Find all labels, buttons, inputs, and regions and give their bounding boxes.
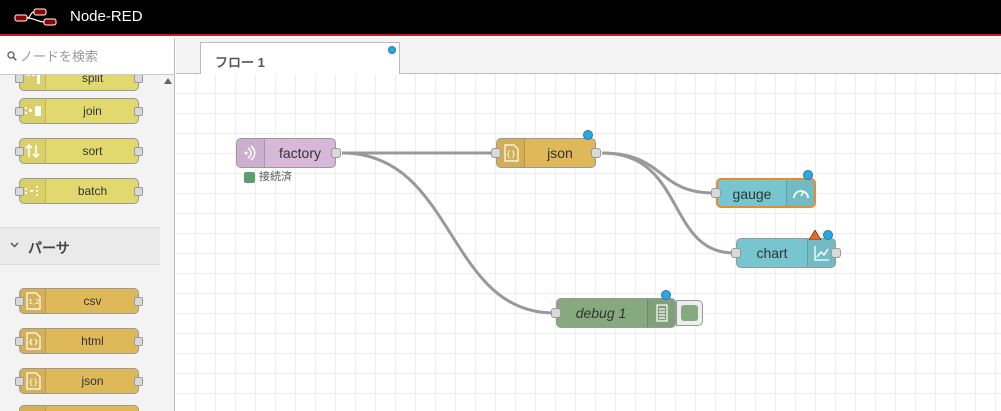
flow-node-gauge[interactable]: gauge bbox=[711, 170, 816, 208]
sort-icon bbox=[20, 139, 46, 163]
output-port bbox=[134, 297, 143, 306]
output-port[interactable] bbox=[831, 248, 841, 258]
output-port bbox=[134, 107, 143, 116]
search-icon bbox=[7, 51, 17, 61]
palette-node-label: sort bbox=[82, 144, 103, 158]
chevron-down-icon bbox=[10, 242, 19, 248]
palette-node-join[interactable]: join bbox=[15, 98, 143, 124]
join-icon bbox=[20, 99, 46, 123]
status-connected-icon bbox=[244, 172, 255, 183]
tab-flow-1[interactable]: フロー 1 bbox=[200, 42, 400, 75]
workspace: フロー 1 factory 接続済 {} json bbox=[176, 38, 1001, 411]
wire-json-chart[interactable] bbox=[601, 151, 735, 255]
category-label: パーサ bbox=[28, 240, 70, 256]
node-label: chart bbox=[756, 245, 788, 261]
input-port[interactable] bbox=[731, 248, 741, 258]
status-text: 接続済 bbox=[259, 171, 292, 183]
svg-text:1,2: 1,2 bbox=[29, 298, 40, 306]
changed-indicator bbox=[823, 230, 833, 240]
output-port bbox=[134, 75, 143, 83]
flow-node-debug[interactable]: debug 1 bbox=[551, 290, 676, 328]
palette-list: split join sort batch bbox=[0, 75, 174, 411]
palette-node-partial[interactable] bbox=[19, 405, 139, 411]
flow-node-chart[interactable]: chart bbox=[731, 230, 841, 268]
input-port[interactable] bbox=[711, 188, 721, 198]
palette-node-sort[interactable]: sort bbox=[15, 138, 143, 164]
flow-node-json[interactable]: {} json bbox=[491, 130, 601, 168]
input-port bbox=[15, 75, 24, 83]
websocket-icon bbox=[237, 139, 265, 167]
input-port bbox=[15, 377, 24, 386]
node-label: factory bbox=[278, 145, 321, 161]
palette-node-batch[interactable]: batch bbox=[15, 178, 143, 204]
wire-json-gauge[interactable] bbox=[601, 151, 715, 195]
output-port bbox=[134, 147, 143, 156]
output-port[interactable] bbox=[331, 148, 341, 158]
app-title: Node-RED bbox=[70, 8, 143, 25]
input-port bbox=[15, 187, 24, 196]
json-icon: {} bbox=[20, 369, 46, 393]
palette-search bbox=[0, 38, 174, 75]
palette-node-csv[interactable]: 1,2 csv bbox=[15, 288, 143, 314]
node-palette: split join sort batch bbox=[0, 38, 175, 411]
palette-node-split[interactable]: split bbox=[15, 75, 143, 91]
changed-indicator bbox=[583, 130, 593, 140]
palette-node-label: json bbox=[81, 374, 104, 388]
debug-toggle-indicator bbox=[681, 305, 698, 321]
batch-icon bbox=[20, 179, 46, 203]
wires bbox=[341, 151, 735, 315]
node-label: gauge bbox=[732, 186, 772, 202]
warning-icon bbox=[809, 230, 821, 240]
changed-indicator bbox=[388, 46, 396, 54]
input-port bbox=[15, 297, 24, 306]
node-label: debug 1 bbox=[575, 305, 627, 321]
file-icon bbox=[20, 406, 46, 411]
output-port bbox=[134, 377, 143, 386]
palette-node-json[interactable]: {} json bbox=[15, 368, 143, 394]
input-port[interactable] bbox=[491, 148, 501, 158]
node-label: json bbox=[547, 145, 573, 161]
node-status: 接続済 bbox=[244, 170, 324, 184]
palette-category-parser[interactable]: パーサ bbox=[0, 227, 160, 265]
input-port bbox=[15, 147, 24, 156]
changed-indicator bbox=[803, 170, 813, 180]
palette-node-label: join bbox=[83, 104, 102, 118]
line-chart-icon bbox=[807, 239, 835, 267]
output-port bbox=[134, 337, 143, 346]
palette-node-label: csv bbox=[83, 294, 102, 308]
flow-node-factory[interactable]: factory bbox=[236, 138, 341, 168]
palette-node-label: html bbox=[81, 334, 104, 348]
scroll-up-icon[interactable] bbox=[164, 78, 172, 84]
input-port bbox=[15, 107, 24, 116]
node-red-logo-icon bbox=[14, 8, 57, 26]
json-icon: {} bbox=[497, 139, 525, 167]
palette-node-html[interactable]: html bbox=[15, 328, 143, 354]
tab-label: フロー 1 bbox=[215, 55, 265, 70]
search-input[interactable] bbox=[20, 46, 170, 66]
split-icon bbox=[20, 75, 46, 90]
output-port bbox=[134, 187, 143, 196]
changed-indicator bbox=[661, 290, 671, 300]
palette-scrollbar[interactable] bbox=[160, 75, 174, 411]
output-port[interactable] bbox=[591, 148, 601, 158]
input-port[interactable] bbox=[551, 308, 561, 318]
gauge-icon bbox=[786, 180, 814, 206]
debug-list-icon bbox=[647, 299, 675, 327]
palette-node-label: batch bbox=[77, 184, 108, 198]
svg-text:{}: {} bbox=[506, 150, 516, 159]
wire-factory-debug[interactable] bbox=[341, 151, 555, 315]
input-port bbox=[15, 337, 24, 346]
svg-text:{}: {} bbox=[29, 378, 39, 387]
flow-canvas[interactable]: factory 接続済 {} json gauge chart bbox=[176, 74, 1001, 411]
app-header: Node-RED bbox=[0, 0, 1001, 36]
csv-icon: 1,2 bbox=[20, 289, 46, 313]
palette-node-label: split bbox=[81, 75, 104, 85]
html-icon bbox=[20, 329, 46, 353]
flow-tabbar: フロー 1 bbox=[176, 38, 1001, 75]
debug-toggle-button[interactable] bbox=[676, 300, 703, 326]
